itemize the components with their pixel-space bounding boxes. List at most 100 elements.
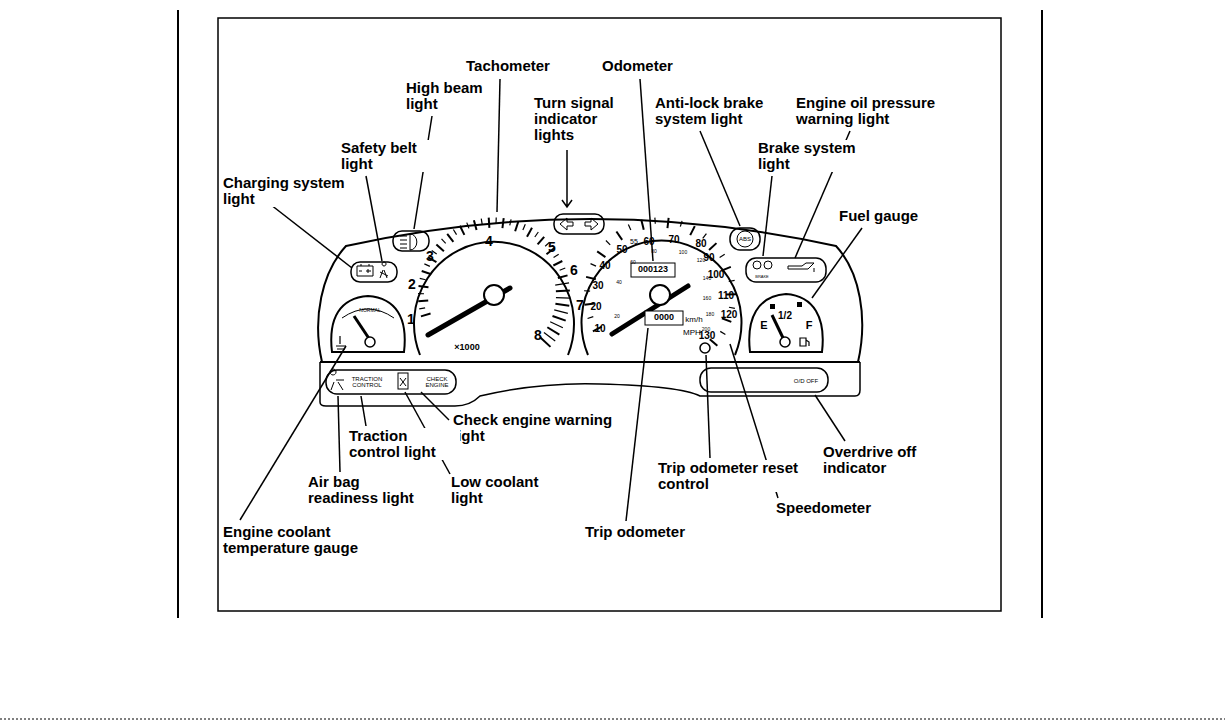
gauge-tick (447, 234, 453, 242)
gauge-text: CHECK ENGINE (421, 376, 453, 388)
gauge-tick (474, 220, 477, 230)
gauge-tick (641, 220, 643, 230)
gauge-tick (418, 293, 424, 294)
gauge-text: 100 (679, 250, 687, 255)
gauge-text: 1/2 (778, 311, 792, 322)
callout-label: Air bag readiness light (307, 474, 429, 506)
gauge-tick (558, 275, 568, 278)
gauge-tick (442, 239, 446, 243)
gauge-tick (628, 225, 631, 231)
gauge-tick (720, 331, 725, 334)
gauge-tick (420, 278, 426, 279)
gauge-tick (436, 244, 444, 251)
gauge-tick (535, 232, 538, 237)
gauge-text: 40 (599, 261, 610, 272)
gauge-tick (502, 218, 503, 228)
gauge-tick (588, 317, 594, 319)
callout-label: Turn signal indicator lights (533, 95, 635, 144)
gauge-tick (556, 297, 570, 299)
gauge-text: 0000 (654, 313, 674, 323)
gauge-tick (481, 219, 482, 225)
gauge-tick (667, 218, 668, 228)
callout-label: Engine coolant temperature gauge (222, 524, 384, 556)
gauge-tick (419, 308, 425, 309)
gauge-text: 180 (706, 312, 714, 317)
gauge-text: 4 (485, 234, 493, 249)
gauge-tick (720, 254, 725, 257)
gauge-text: 20 (614, 314, 620, 319)
gauge-tick (515, 222, 518, 232)
gauge-tick (584, 290, 590, 292)
gauge-text: 160 (703, 296, 711, 301)
gauge-tick (467, 223, 469, 229)
callout-label: Brake system light (757, 140, 869, 172)
gauge-tick (544, 332, 555, 340)
gauge-text: 60 (630, 260, 636, 265)
callout-label: Trip odometer reset control (657, 460, 809, 492)
callout-label: Trip odometer (584, 524, 686, 540)
gauge-tick (616, 231, 622, 239)
callout-label: Low coolant light (450, 474, 562, 506)
gauge-text: 000123 (638, 265, 668, 275)
gauge-text: ABS (739, 236, 751, 242)
callout-label: Check engine warning light (452, 412, 624, 444)
gauge-text: 6 (570, 263, 578, 278)
gauge-tick (556, 289, 570, 292)
gauge-tick (554, 310, 568, 313)
gauge-tick (421, 314, 431, 317)
gauge-text: 55 (630, 238, 638, 246)
gauge-text: 20 (590, 302, 601, 313)
gauge-text: NORMAL (359, 308, 380, 313)
gauge-tick (510, 219, 511, 225)
gauge-text: 1 (407, 312, 415, 327)
gauge-text: 5 (548, 240, 556, 255)
gauge-text: E (760, 320, 767, 332)
gauge-text: 80 (651, 249, 657, 254)
gauge-tick (553, 261, 562, 265)
gauge-tick (729, 307, 735, 308)
gauge-tick (560, 268, 566, 270)
gauge-tick (460, 226, 464, 235)
gauge-tick (550, 322, 563, 328)
gauge-tick (586, 277, 596, 279)
gauge-text: 80 (695, 239, 706, 250)
gauge-text: ×1000 (454, 343, 479, 353)
callout-label: Overdrive off indicator (822, 444, 934, 476)
gauge-text: 70 (668, 235, 679, 246)
gauge-text: km/h (685, 316, 702, 325)
gauge-text: 40 (616, 280, 622, 285)
callout-label: Fuel gauge (838, 208, 919, 224)
gauge-text: 50 (616, 245, 627, 256)
gauge-tick (418, 299, 428, 302)
gauge-tick (553, 316, 566, 321)
callout-label: Charging system light (222, 175, 354, 207)
gauge-text: 30 (592, 281, 603, 292)
gauge-text: 200 (702, 327, 710, 332)
gauge-tick (729, 280, 735, 281)
gauge-tick (555, 304, 569, 306)
gauge-tick (422, 271, 432, 274)
callout-label: Tachometer (465, 58, 551, 74)
gauge-text: F (806, 320, 813, 332)
gauge-tick (547, 327, 559, 334)
gauge-text: BRAKE (755, 275, 769, 279)
gauge-text: 8 (534, 328, 542, 343)
gauge-tick (654, 218, 656, 224)
gauge-tick (538, 237, 545, 245)
callout-label: Safety belt light (340, 140, 432, 172)
gauge-tick (488, 218, 491, 228)
gauge-tick (495, 218, 496, 224)
gauge-text: MPH (683, 329, 701, 338)
gauge-text: 3 (426, 249, 434, 264)
gauge-tick (597, 251, 605, 257)
gauge-text: 60 (643, 237, 654, 248)
callout-label: Anti-lock brake system light (654, 95, 796, 127)
gauge-tick (680, 221, 682, 227)
callout-label: Engine oil pressure warning light (795, 95, 967, 127)
gauge-text: 140 (703, 276, 711, 281)
gauge-text: 110 (718, 291, 734, 302)
gauge-tick (527, 228, 532, 237)
callout-label: High beam light (405, 80, 497, 112)
gauge-text: 7 (576, 298, 584, 313)
gauge-tick (453, 229, 456, 234)
